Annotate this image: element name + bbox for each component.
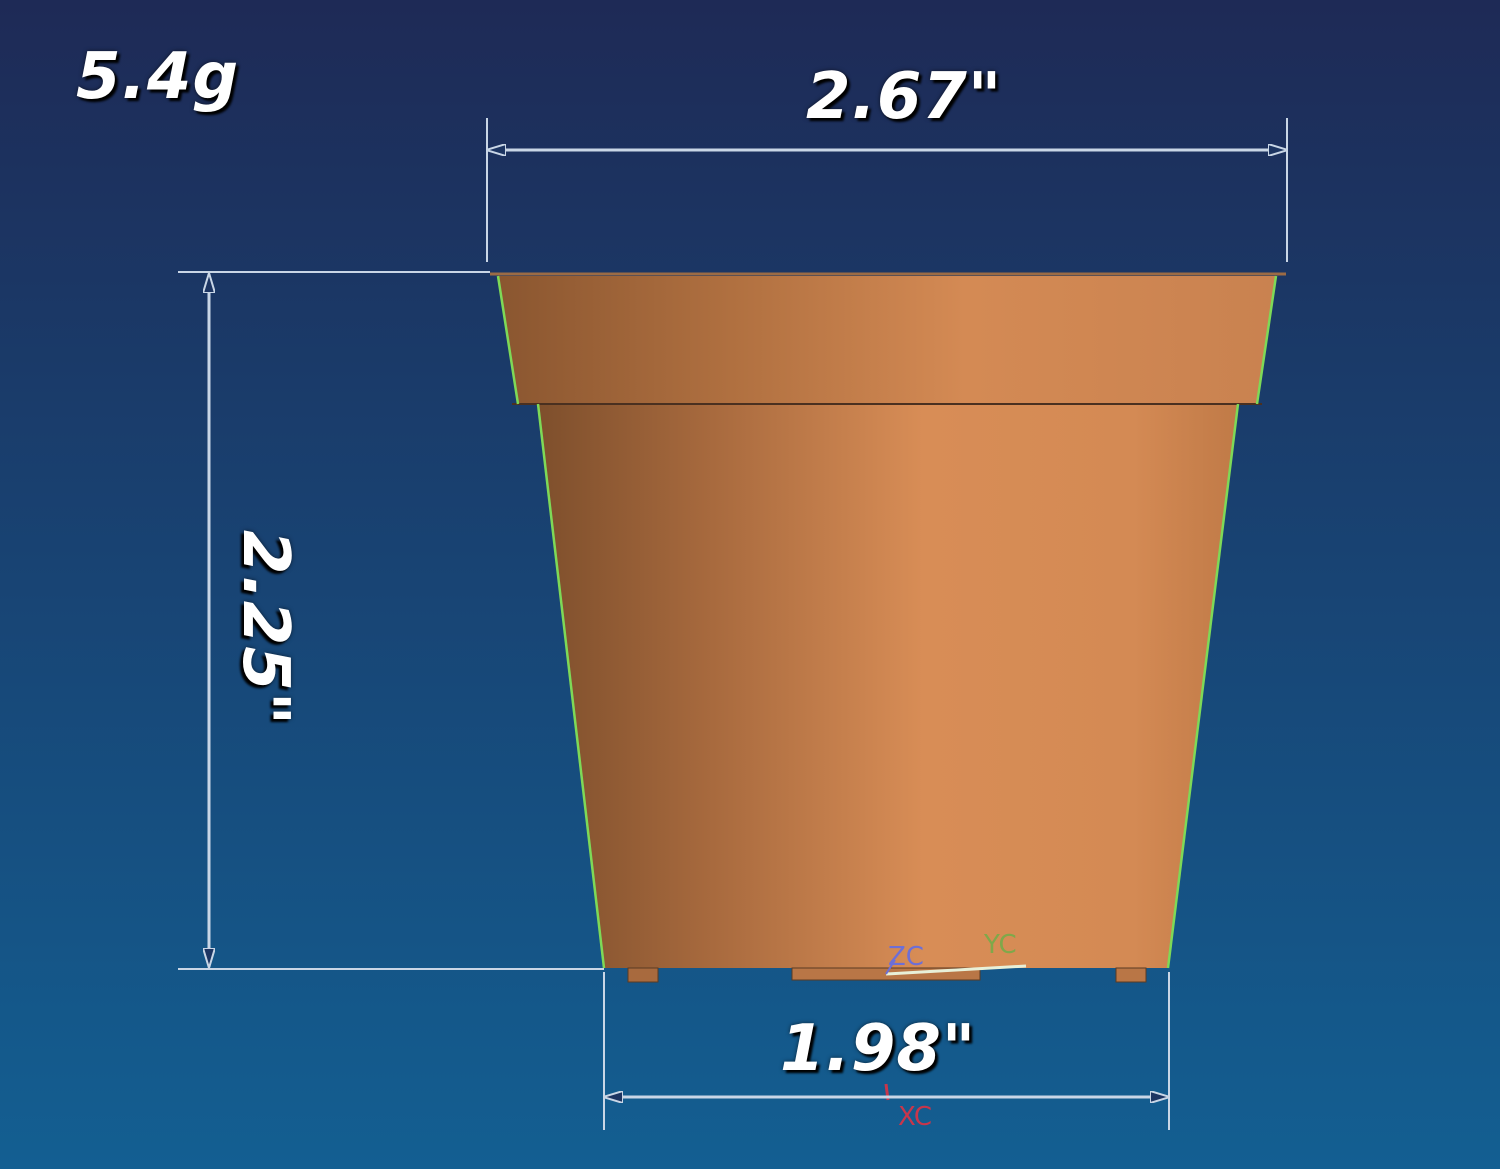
xc-axis-label: XC: [898, 1102, 933, 1132]
height-label: 2.25": [228, 529, 302, 727]
base-width-dimension: [603, 972, 1170, 1130]
pot-foot: [627, 967, 659, 983]
silhouette-edge: [496, 275, 520, 405]
yc-axis-label: YC: [984, 930, 1017, 960]
yc-axis-line: [885, 964, 1027, 976]
zc-axis-label: ZC: [888, 942, 924, 972]
silhouette-edge: [1166, 403, 1240, 969]
base-width-label: 1.98": [780, 1012, 977, 1086]
flower-pot: [490, 272, 1286, 983]
pot-rim: [498, 276, 1276, 404]
top-width-dimension: [486, 118, 1288, 262]
height-dimension: [178, 271, 604, 970]
pot-foot: [1115, 967, 1147, 983]
silhouette-edge: [1255, 275, 1278, 405]
top-width-label: 2.67": [806, 60, 1003, 134]
pot-body: [538, 404, 1238, 968]
mass-label: 5.4g: [76, 40, 240, 114]
zc-axis-line: [885, 959, 896, 975]
silhouette-edge: [536, 403, 606, 969]
